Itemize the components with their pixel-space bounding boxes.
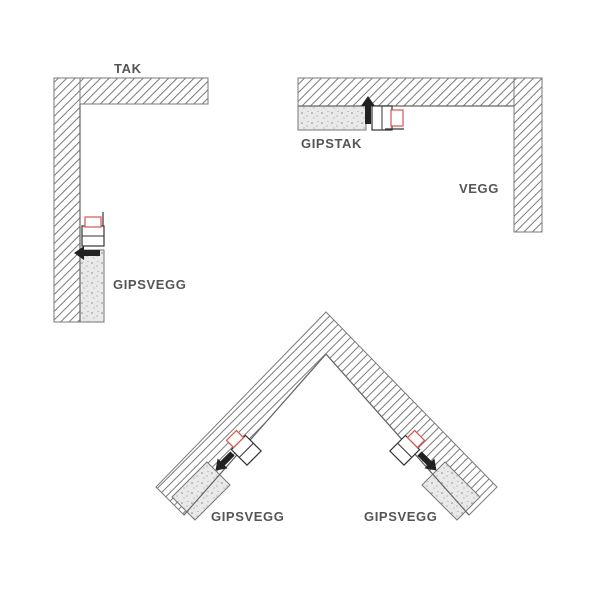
gypsum-ceiling-board: [297, 105, 367, 131]
label-gipsvegg-left: GIPSVEGG: [113, 277, 186, 292]
led-profile: [81, 212, 105, 247]
led-profile: [225, 429, 262, 466]
label-tak: TAK: [114, 61, 142, 76]
label-vegg: VEGG: [459, 181, 499, 196]
gypsum-wall-board-right: [421, 461, 481, 521]
led-profile: [371, 105, 404, 131]
ridge-gipsvegg: [155, 311, 498, 521]
wall-slab-left: [53, 77, 81, 323]
gypsum-wall-board: [79, 249, 105, 323]
gypsum-wall-board-left: [171, 461, 231, 521]
ceiling-slab-right: [297, 77, 543, 107]
label-gipstak: GIPSTAK: [301, 136, 362, 151]
arrow-icon: [215, 451, 235, 471]
led-profile: [389, 429, 426, 466]
wall-slab-right: [513, 77, 543, 233]
arrow-icon: [74, 246, 100, 260]
corner-tak-gipsvegg: [53, 77, 209, 323]
corner-gipstak-vegg: [297, 77, 543, 233]
label-gipsvegg-bottom-right: GIPSVEGG: [364, 509, 437, 524]
arrow-icon: [361, 96, 375, 124]
label-gipsvegg-bottom-left: GIPSVEGG: [211, 509, 284, 524]
arrow-icon: [417, 451, 437, 471]
